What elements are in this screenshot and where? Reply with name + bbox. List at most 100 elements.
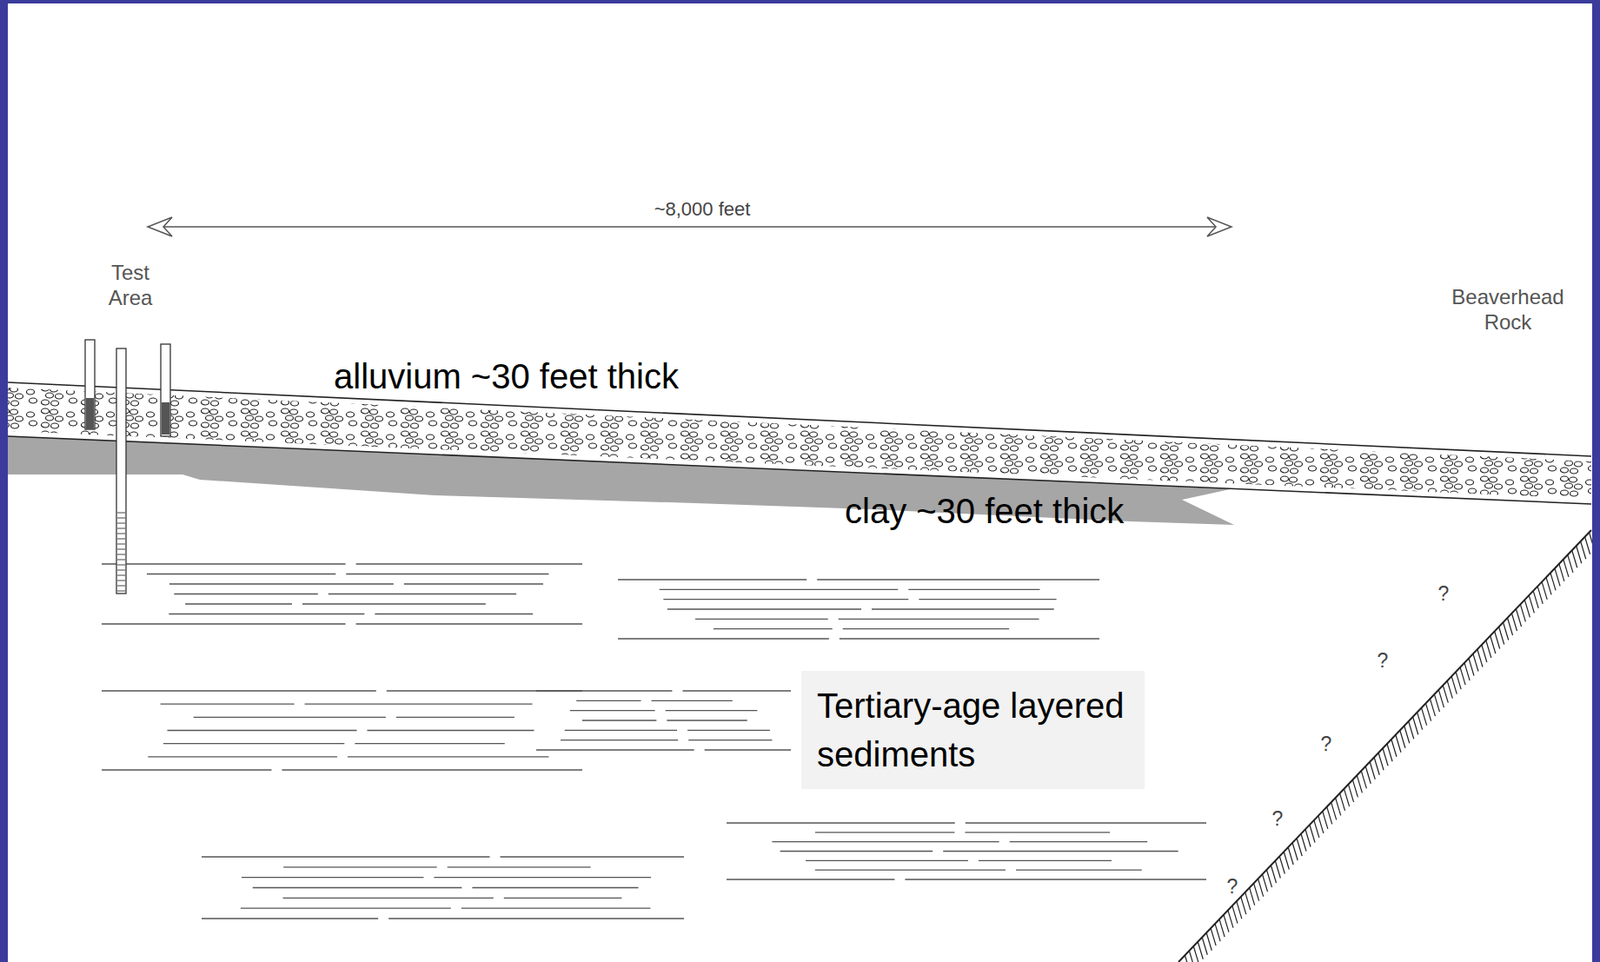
- sediment-stroke: [396, 717, 515, 718]
- bedrock-hatch: [1292, 843, 1298, 861]
- screen-slot: [117, 575, 126, 577]
- bedrock-hatch: [1473, 654, 1479, 672]
- sediment-stroke: [347, 756, 549, 757]
- bedrock-hatch: [1550, 572, 1556, 591]
- bedrock-hatch: [1404, 725, 1410, 744]
- bedrock-hatch: [1421, 708, 1428, 726]
- screen-slot: [117, 544, 126, 545]
- sediment-stroke: [617, 578, 807, 580]
- bedrock-hatch: [1214, 923, 1221, 942]
- screen-slot: [117, 559, 126, 561]
- bedrock-hatch: [1348, 784, 1355, 803]
- screen-slot: [117, 512, 126, 514]
- sediment-stroke: [871, 608, 1055, 610]
- screen-slot: [117, 523, 126, 525]
- alluvium-base: [7, 436, 1592, 505]
- sediment-stroke: [147, 756, 338, 757]
- well-screen: [117, 512, 126, 591]
- sediment-stroke: [354, 743, 505, 744]
- bedrock-hatch: [1352, 779, 1358, 797]
- bedrock-hatch: [1301, 833, 1307, 851]
- sediment-stroke: [682, 690, 791, 691]
- sediment-stroke: [704, 749, 791, 751]
- frame: [1592, 0, 1600, 962]
- bedrock-contact: [1178, 530, 1592, 962]
- bedrock-hatch: [1193, 946, 1199, 962]
- bedrock-hatch: [1567, 555, 1574, 573]
- bedrock-hatch: [1287, 847, 1294, 865]
- dimension-label: ~8,000 feet: [654, 198, 751, 221]
- sediment-stroke: [564, 730, 678, 731]
- sediment-stroke: [942, 850, 1178, 852]
- sediment-stroke: [166, 730, 357, 731]
- bedrock-hatch: [1331, 802, 1337, 820]
- bedrock-hatch: [1468, 658, 1474, 677]
- sediment-stroke: [163, 743, 345, 744]
- bedrock-hatch: [1490, 636, 1496, 654]
- screen-slot: [117, 533, 126, 535]
- well-casing: [160, 344, 171, 437]
- sediment-stroke: [471, 887, 638, 889]
- frame: [0, 0, 1600, 4]
- sediment-stroke: [305, 703, 533, 705]
- sediment-stroke: [173, 593, 318, 595]
- bedrock-hatch: [1451, 677, 1457, 695]
- bedrock-hatch: [1188, 950, 1195, 962]
- bedrock-hatch: [1585, 537, 1591, 555]
- sediment-stroke: [771, 841, 999, 843]
- sediment-stroke: [965, 822, 1207, 824]
- layer-label: clay ~30 feet thick: [844, 490, 1124, 532]
- bedrock-hatch: [1340, 793, 1346, 811]
- bedrock-hatch: [1554, 568, 1561, 586]
- sediment-stroke: [816, 578, 1100, 580]
- sediment-stroke: [101, 690, 377, 691]
- bedrock-hatch: [1241, 896, 1247, 915]
- sediment-stroke: [447, 866, 591, 868]
- sediment-stroke: [839, 637, 1100, 639]
- bedrock-hatch: [1528, 595, 1534, 613]
- screen-slot: [117, 554, 126, 556]
- well-screen: [86, 398, 94, 430]
- well-screen: [161, 402, 170, 435]
- bedrock-hatch: [1245, 892, 1251, 910]
- bedrock-hatch: [1382, 748, 1388, 766]
- bedrock-hatch: [1400, 730, 1406, 749]
- bedrock-hatch: [1249, 888, 1255, 906]
- bedrock-hatch: [1210, 928, 1216, 946]
- sediment-stroke: [659, 589, 899, 591]
- bedrock-hatch: [1184, 955, 1190, 962]
- sediment-stroke: [815, 869, 1006, 871]
- sediment-stroke: [356, 623, 583, 625]
- bedrock-hatch: [1374, 757, 1380, 776]
- sediment-stroke: [667, 608, 862, 610]
- sediment-stroke: [617, 637, 830, 639]
- sediment-stroke: [663, 598, 909, 600]
- bedrock-hatch: [1464, 663, 1470, 681]
- bedrock-hatch: [1499, 626, 1505, 644]
- bedrock-hatch: [1576, 545, 1582, 564]
- uncertainty-mark: ?: [1438, 582, 1450, 607]
- well-casing: [85, 339, 95, 430]
- sediment-stroke: [726, 878, 895, 880]
- sediment-stroke: [713, 628, 833, 630]
- sediment-stroke: [1015, 869, 1142, 871]
- sediment-stroke: [101, 769, 272, 771]
- sediment-stroke: [160, 703, 295, 705]
- bedrock-hatch: [1254, 883, 1260, 902]
- frame: [0, 0, 8, 962]
- sediment-stroke: [688, 739, 772, 741]
- sediment-stroke: [780, 850, 934, 852]
- bedrock-hatch: [1266, 869, 1272, 888]
- sediment-strokes: [101, 564, 1207, 919]
- sediment-stroke: [168, 613, 365, 615]
- bedrock-hatch: [1524, 599, 1530, 618]
- bedrock-hatch: [1201, 937, 1208, 956]
- uncertainty-mark: ?: [1321, 732, 1333, 757]
- sediment-stroke: [356, 563, 583, 565]
- sediment-stroke: [843, 628, 1010, 630]
- screen-slot: [117, 549, 126, 551]
- bedrock-hatch: [1258, 879, 1264, 897]
- sediment-stroke: [281, 769, 583, 771]
- bedrock-hatch: [1283, 852, 1289, 870]
